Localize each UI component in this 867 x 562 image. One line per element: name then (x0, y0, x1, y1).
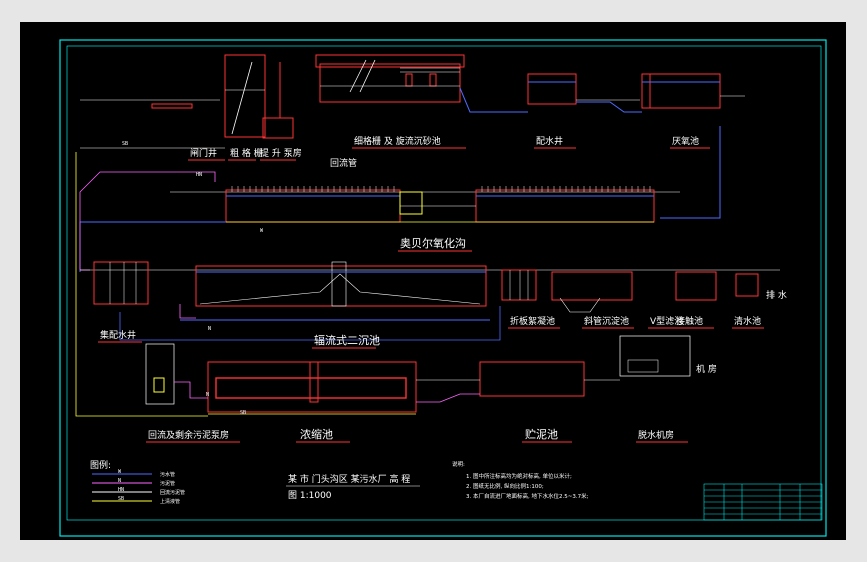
label-sludge-storage: 贮泥池 (525, 428, 558, 441)
legend: 图例: W 污水管 N 污泥管 HN 回流污泥管 SB 上清液管 (90, 459, 185, 505)
label-thickener: 浓缩池 (300, 428, 333, 441)
legend-rows: W 污水管 N 污泥管 HN 回流污泥管 SB 上清液管 (92, 469, 185, 505)
label-reflux-line: 回流管 (330, 157, 357, 169)
legend-name-1: 污泥管 (160, 480, 175, 487)
note-line-1: 1. 图中所注标高均为绝对标高, 单位以米计; (466, 472, 572, 480)
pipe-code-w: W (260, 228, 264, 234)
label-fine-screen-grit: 细格栅 及 旋流沉砂池 (354, 135, 441, 147)
outer-frame (59, 39, 827, 537)
title-block (703, 483, 823, 521)
note-line-3: 3. 本厂自流进厂地面标高, 地下水水位2.5~3.7米; (466, 492, 589, 500)
inner-frame (66, 45, 822, 521)
title-line-1: 某 市 门头沟区 某污水厂 高 程 (288, 473, 410, 485)
secondary-clarifier (80, 261, 780, 313)
surface-aerators (231, 186, 651, 192)
legend-name-0: 污水管 (160, 471, 175, 478)
pipe-code-n-2: N (206, 392, 209, 398)
note-line-2: 2. 图纸无比例, 纵向比例1:100; (466, 482, 544, 490)
oxidation-ditch (170, 189, 680, 223)
label-contact-tank: 接触池 (676, 315, 703, 327)
label-anaerobic-tank: 厌氧池 (672, 135, 699, 147)
drawing-canvas: 闸门井 粗 格 栅 提 升 泵房 细格栅 及 旋流沉砂池 配水井 厌氧池 回流管… (20, 22, 846, 540)
label-oxidation-ditch: 奥贝尔氧化沟 (400, 236, 466, 250)
label-coarse-screen: 粗 格 栅 (230, 147, 263, 159)
label-radial-clarifier: 辐流式二沉池 (314, 333, 380, 347)
sludge-treatment (145, 335, 691, 415)
label-return-pump: 回流及剩余污泥泵房 (148, 429, 229, 441)
label-lift-pump: 提 升 泵房 (260, 147, 302, 159)
legend-name-3: 上清液管 (160, 498, 180, 505)
legend-name-2: 回流污泥管 (160, 489, 185, 496)
pipe-code-sb-2: SB (240, 410, 246, 416)
label-underlines (98, 147, 764, 443)
legend-code-1: N (118, 478, 121, 484)
pipe-code-sb: SB (122, 141, 128, 147)
label-lamella-settler: 斜管沉淀池 (584, 315, 629, 327)
title-line-2: 图 1:1000 (288, 490, 332, 501)
label-dewatering: 脱水机房 (638, 429, 674, 441)
unit-labels: 闸门井 粗 格 栅 提 升 泵房 细格栅 及 旋流沉砂池 配水井 厌氧池 回流管… (100, 135, 787, 441)
label-dewatering-room-tag: 机 房 (696, 363, 717, 375)
label-gate-well: 闸门井 (190, 147, 217, 159)
label-flocculation: 折板絮凝池 (510, 315, 555, 327)
notes-header: 说明: (452, 460, 465, 468)
legend-code-2: HN (118, 487, 124, 493)
pipe-codes: SB HN W N SB N (122, 141, 264, 416)
label-v-filter: V型滤池 (650, 315, 683, 327)
notes: 说明: 1. 图中所注标高均为绝对标高, 单位以米计; 2. 图纸无比例, 纵向… (452, 460, 589, 500)
drawing-title: 某 市 门头沟区 某污水厂 高 程 图 1:1000 (286, 473, 420, 501)
legend-code-0: W (118, 469, 122, 475)
elevation-drawing: 闸门井 粗 格 栅 提 升 泵房 细格栅 及 旋流沉砂池 配水井 厌氧池 回流管… (59, 39, 827, 537)
pipe-code-hn: HN (196, 172, 202, 178)
pipe-code-n: N (208, 326, 211, 332)
label-distribution-well: 配水井 (536, 135, 563, 147)
label-clear-well: 清水池 (734, 315, 761, 327)
legend-title: 图例: (90, 459, 111, 471)
head-works (80, 54, 745, 139)
label-discharge: 排 水 (766, 289, 787, 301)
legend-code-3: SB (118, 496, 124, 502)
label-sludge-return-well: 集配水井 (100, 329, 136, 341)
